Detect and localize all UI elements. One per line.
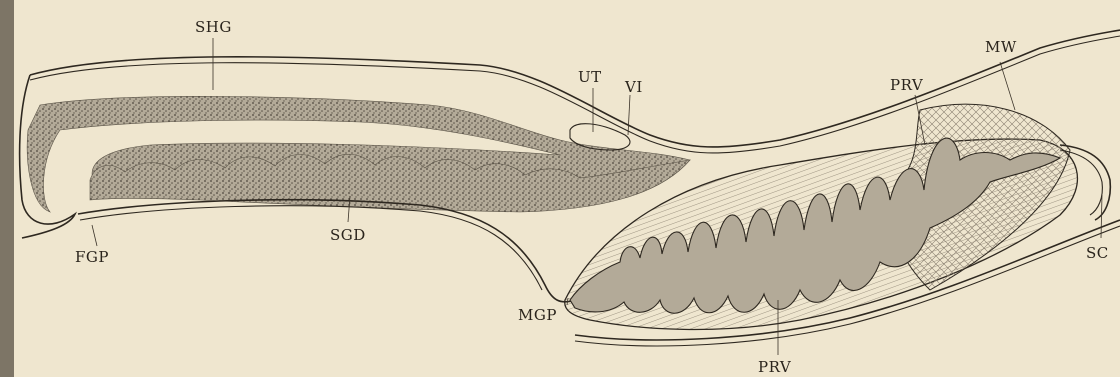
label-sc: SC <box>1086 244 1109 262</box>
label-vi: VI <box>624 78 643 96</box>
label-prv-top: PRV <box>890 76 924 94</box>
label-mgp: MGP <box>518 306 557 324</box>
page-edge-shadow <box>0 0 14 377</box>
label-sgd: SGD <box>330 226 366 244</box>
label-prv-bottom: PRV <box>758 358 792 376</box>
label-fgp: FGP <box>75 248 109 266</box>
label-mw: MW <box>985 38 1017 56</box>
label-ut: UT <box>578 68 602 86</box>
lower-wall-contour <box>78 200 575 302</box>
label-shg: SHG <box>195 18 232 36</box>
